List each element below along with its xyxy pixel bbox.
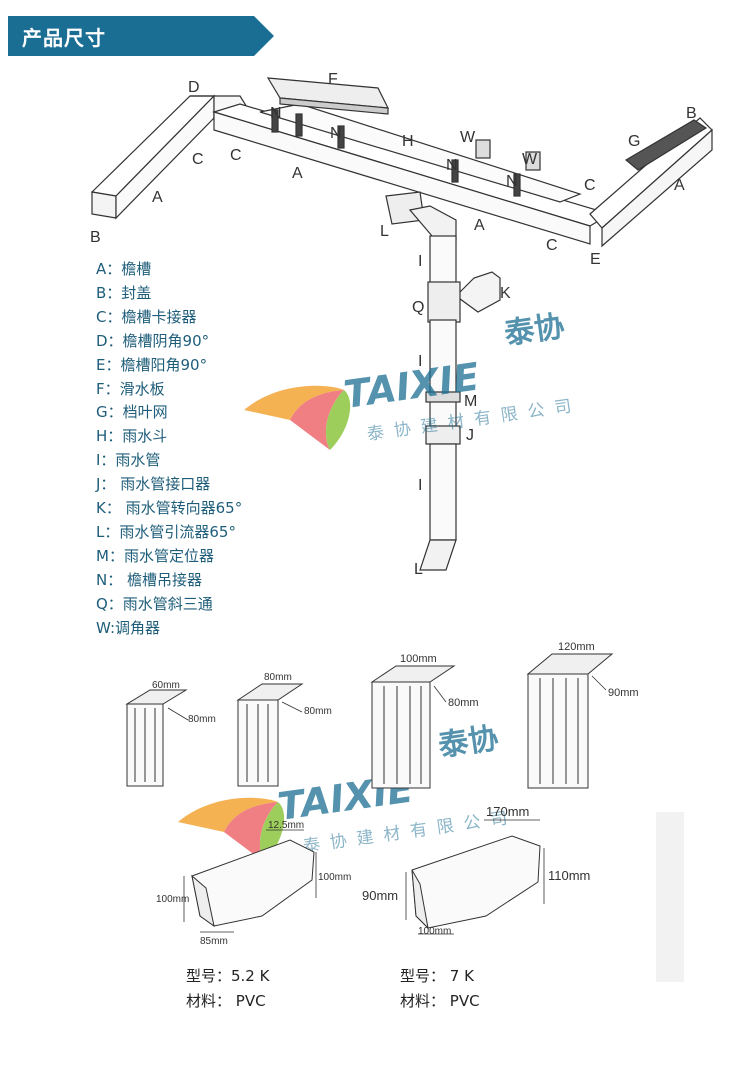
diagram-label-d: D [188, 79, 200, 96]
pipe-2-depth: 80mm [304, 706, 332, 717]
gutter-1-top: 12.5mm [268, 820, 304, 831]
diagram-label-a: A [292, 165, 303, 182]
diagram-label-c: C [230, 147, 242, 164]
diagram-label-k: K [500, 285, 511, 302]
legend-item: H：雨水斗 [96, 427, 168, 446]
brand-name-latin: TAIXIE [341, 354, 482, 416]
pipe-2-width: 80mm [264, 672, 292, 683]
diagram-label-c: C [546, 237, 558, 254]
gutter-1-bottom: 85mm [200, 936, 228, 947]
legend-item: A：檐槽 [96, 260, 152, 278]
gutter-2-left: 90mm [362, 888, 398, 903]
background-panel [656, 812, 684, 982]
diagram-label-i: I [418, 477, 422, 494]
brand-logo-mark [178, 797, 285, 862]
diagram-label-c: C [192, 151, 204, 168]
legend-item: N： 檐槽吊接器 [96, 570, 202, 589]
legend-item: W:调角器 [96, 618, 161, 637]
hanger [337, 125, 345, 149]
elbow-top [408, 205, 457, 241]
gutter-2-top: 170mm [486, 804, 529, 819]
material-label: 材料： PVC [186, 992, 266, 1010]
pipe-3-depth: 80mm [448, 697, 479, 709]
pipe-100x80 [371, 681, 431, 789]
legend-item: L：雨水管引流器65° [96, 522, 236, 541]
diagram-label-e: E [590, 251, 601, 268]
gutter-2-bottom: 100mm [418, 926, 451, 937]
gutter-2-right: 110mm [548, 868, 590, 883]
legend-item: D：檐槽阴角90° [96, 331, 210, 350]
legend-item: E：檐槽阳角90° [96, 355, 208, 374]
diagram-label-n: N [446, 157, 458, 174]
legend-item: Q：雨水管斜三通 [96, 594, 213, 613]
pipe-120x90 [527, 673, 589, 789]
header-banner [8, 16, 274, 56]
diagram-label-a: A [474, 217, 485, 234]
hanger [513, 173, 521, 197]
hanger [451, 159, 459, 183]
diagram-label-f: F [328, 71, 338, 88]
leaf-guard [624, 119, 708, 171]
gutter-1-spec: 型号：5.2 K 材料： PVC [186, 964, 269, 1014]
model-label: 型号： 7 K [400, 967, 474, 985]
downpipe-upper [429, 235, 457, 287]
diagram-label-w: W [460, 129, 476, 146]
diagram-label-h: H [402, 133, 414, 150]
brand-logo-mark [244, 385, 351, 450]
legend-item: C：檐槽卡接器 [96, 307, 197, 326]
diagram-label-l: L [414, 561, 423, 578]
brand-name-cn: 泰协 [502, 309, 566, 352]
model-label: 型号：5.2 K [186, 967, 270, 985]
pipe-4-width: 120mm [558, 641, 595, 653]
downpipe-lower [429, 443, 457, 541]
legend-item: K： 雨水管转向器65° [96, 499, 243, 518]
legend-item: G：档叶网 [96, 403, 168, 422]
diagram-label-m: M [464, 393, 477, 410]
legend-item: M：雨水管定位器 [96, 546, 214, 565]
hanger [271, 109, 279, 133]
diagram-label-a: A [674, 177, 685, 194]
pipe-clip [425, 391, 461, 403]
diagram-label-n: N [270, 105, 282, 122]
pipe-4-depth: 90mm [608, 687, 639, 699]
diagram-label-n: N [506, 173, 518, 190]
downpipe-mid [429, 319, 457, 441]
diagram-label-j: J [466, 427, 474, 444]
diagram-label-b: B [90, 229, 101, 246]
diagram-label-b: B [686, 105, 697, 122]
gutter-1-right: 100mm [318, 872, 351, 883]
tee-k [455, 271, 501, 313]
legend-item: I：雨水管 [96, 451, 161, 470]
parts-legend: A：檐槽 B：封盖 C：檐槽卡接器 D：檐槽阴角90° E：檐槽阳角90° F：… [96, 258, 242, 641]
diagram-label-i: I [418, 353, 422, 370]
diagram-label-g: G [628, 133, 640, 150]
diagram-label-l: L [380, 223, 389, 240]
diagram-label-c: C [584, 177, 596, 194]
gutter-profile-7k [411, 835, 541, 929]
hanger [295, 113, 303, 137]
diagram-label-n: N [330, 125, 342, 142]
diagram-label-q: Q [412, 299, 424, 316]
diagram-label-a: A [152, 189, 163, 206]
angle-adjuster [525, 151, 541, 171]
diagram-label-w: W [522, 151, 538, 168]
legend-item: J： 雨水管接口器 [96, 475, 211, 494]
gutter-1-left: 100mm [156, 894, 189, 905]
downpipe-joint [427, 281, 461, 323]
gutter-2-spec: 型号： 7 K 材料： PVC [400, 964, 480, 1014]
legend-item: F：滑水板 [96, 379, 165, 398]
pipe-1-width: 60mm [152, 680, 180, 691]
legend-item: B：封盖 [96, 283, 152, 302]
pipe-1-depth: 80mm [188, 714, 216, 725]
brand-name-cn: 泰协 [436, 721, 500, 764]
pipe-3-width: 100mm [400, 653, 437, 665]
material-label: 材料： PVC [400, 992, 480, 1010]
angle-adjuster [475, 139, 491, 159]
shoe-l [419, 539, 457, 571]
diagram-label-i: I [418, 253, 422, 270]
page-title: 产品尺寸 [22, 26, 106, 50]
